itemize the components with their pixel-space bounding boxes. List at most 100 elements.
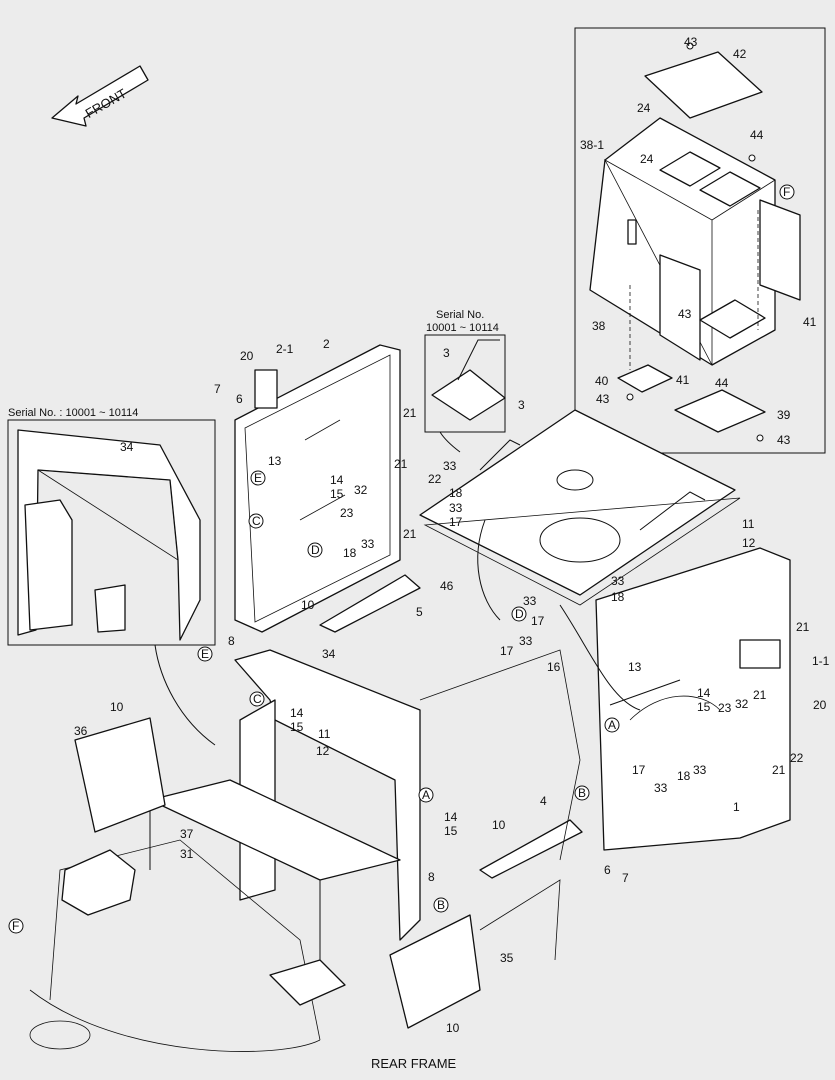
callout-d-cable: D (515, 607, 524, 621)
label-13a: 13 (268, 454, 282, 468)
label-8b: 8 (428, 870, 435, 884)
label-32a: 32 (354, 483, 368, 497)
side-panel-1 (595, 547, 791, 851)
callout-f-box: F (783, 185, 790, 199)
callout-b-frame: B (437, 898, 445, 912)
label-44a: 44 (750, 128, 764, 142)
label-7a: 7 (214, 382, 221, 396)
label-33d: 33 (611, 574, 625, 588)
label-5: 5 (416, 605, 423, 619)
label-32b: 32 (735, 697, 749, 711)
label-40: 40 (595, 374, 609, 388)
bracket-5 (319, 574, 421, 633)
label-16: 16 (547, 660, 561, 674)
label-21b: 21 (394, 457, 408, 471)
label-21f: 21 (772, 763, 786, 777)
callouts: E C D D A B E C A B F F (8, 184, 795, 934)
label-7b: 7 (622, 871, 629, 885)
label-11b: 11 (318, 727, 331, 741)
rear-frame-base (29, 649, 581, 1052)
label-15c: 15 (290, 720, 304, 734)
label-3: 3 (518, 398, 525, 412)
label-36: 36 (74, 724, 88, 738)
plate-36 (74, 717, 166, 833)
label-14d: 14 (444, 810, 458, 824)
label-14b: 14 (697, 686, 711, 700)
label-38: 38 (592, 319, 606, 333)
label-39: 39 (777, 408, 791, 422)
label-34-inset: 34 (120, 440, 134, 454)
label-35: 35 (500, 951, 514, 965)
label-34: 34 (322, 647, 336, 661)
label-17b: 17 (531, 614, 545, 628)
label-1-1: 1-1 (812, 654, 830, 668)
label-23b: 23 (718, 701, 732, 715)
callout-e-frame: E (201, 647, 209, 661)
label-10b: 10 (110, 700, 124, 714)
label-20b: 20 (813, 698, 827, 712)
label-10d: 10 (446, 1021, 460, 1035)
callout-a-panel: A (608, 718, 616, 732)
bracket-4 (479, 819, 583, 879)
label-31: 31 (180, 847, 194, 861)
label-21d: 21 (796, 620, 810, 634)
label-14a: 14 (330, 473, 344, 487)
inset-frame-34: Serial No. : 10001 ~ 10114 (7, 407, 216, 646)
label-17d: 17 (632, 763, 646, 777)
label-18b: 18 (449, 486, 463, 500)
label-33a: 33 (361, 537, 375, 551)
label-44b: 44 (715, 376, 729, 390)
label-14c: 14 (290, 706, 304, 720)
label-21c: 21 (403, 527, 417, 541)
label-8a: 8 (228, 634, 235, 648)
label-24b: 24 (640, 152, 654, 166)
label-41b: 41 (676, 373, 690, 387)
inset-cover-3: Serial No. 10001 ~ 10114 (424, 309, 506, 453)
label-37: 37 (180, 827, 194, 841)
label-15d: 15 (444, 824, 458, 838)
callout-c-panel: C (252, 514, 261, 528)
label-33e: 33 (523, 594, 537, 608)
label-10c: 10 (492, 818, 506, 832)
label-12a: 12 (742, 536, 756, 550)
label-2: 2 (323, 337, 330, 351)
part-labels: 20 2-1 2 7 6 21 13 14 15 32 21 22 23 33 … (74, 35, 830, 1035)
label-2-1: 2-1 (276, 342, 294, 356)
label-22a: 22 (428, 472, 442, 486)
label-21e: 21 (753, 688, 767, 702)
label-33h: 33 (693, 763, 707, 777)
plate-35 (389, 914, 481, 1029)
label-1: 1 (733, 800, 740, 814)
callout-d-panel: D (311, 543, 320, 557)
callout-a-frame: A (422, 788, 430, 802)
label-33f: 33 (519, 634, 533, 648)
label-42: 42 (733, 47, 747, 61)
label-33g: 33 (654, 781, 668, 795)
label-23a: 23 (340, 506, 354, 520)
label-18c: 18 (611, 590, 625, 604)
label-46: 46 (440, 579, 454, 593)
callout-e-panel: E (254, 471, 262, 485)
label-6a: 6 (236, 392, 243, 406)
label-15b: 15 (697, 700, 711, 714)
cover-3 (419, 409, 741, 606)
label-24a: 24 (637, 101, 651, 115)
label-43c: 43 (596, 392, 610, 406)
label-4: 4 (540, 794, 547, 808)
inset-mid-caption-1: Serial No. (436, 309, 484, 321)
label-11a: 11 (742, 517, 755, 531)
label-43b: 43 (678, 307, 692, 321)
label-43d: 43 (777, 433, 791, 447)
label-20a: 20 (240, 349, 254, 363)
callout-b-panel: B (578, 786, 586, 800)
label-17a: 17 (449, 515, 463, 529)
label-41a: 41 (803, 315, 817, 329)
panel-2 (234, 344, 401, 633)
label-22b: 22 (790, 751, 804, 765)
callout-f-base: F (12, 919, 19, 933)
label-21a: 21 (403, 406, 417, 420)
inset-left-caption: Serial No. : 10001 ~ 10114 (8, 407, 138, 419)
label-17c: 17 (500, 644, 514, 658)
footer-rear-frame: REAR FRAME (371, 1056, 457, 1071)
